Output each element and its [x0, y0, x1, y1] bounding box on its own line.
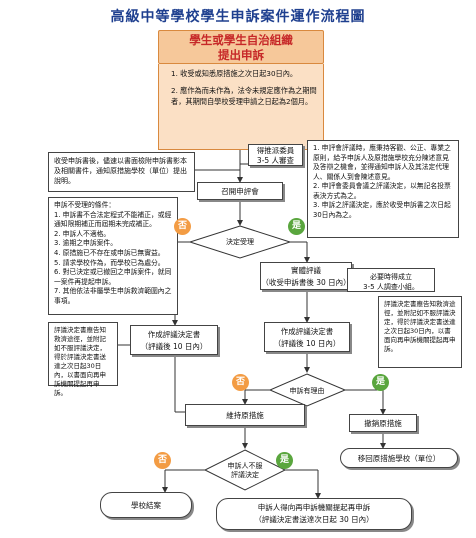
yes-marker: 是 — [372, 374, 389, 391]
committee-rule: 2. 申評會委員會議之評議決定，以無記名投票表決方式為之。 — [313, 182, 451, 200]
right-remedy-note: 評議決定書應告知救濟途徑，並附記如不服評議決定，得於評議決定書送達之次日起30日… — [378, 296, 462, 368]
no-marker: 否 — [174, 218, 191, 235]
start-item: 1. 收受或知悉原措施之次日起30日內。 — [171, 69, 298, 78]
left-remedy-note: 評議決定書應告知救濟途徑，並附記如不服評議決定，得於評議決定書送達之次日起30日… — [48, 322, 118, 397]
yes-marker: 是 — [288, 218, 305, 235]
start-item: 2. 應作為而未作為，法令未規定應作為之期間者，其期間自學校受理申請之日起為2個… — [171, 86, 317, 106]
reject-heading: 申訴不受理的條件： — [54, 201, 116, 209]
start-box-heading: 學生或學生自治組織 提出申訴 — [158, 30, 324, 64]
reject-item: 3. 逾期之申訴案件。 — [54, 239, 118, 248]
page-title: 高級中等學校學生申訴案件運作流程圖 — [110, 9, 366, 25]
return-to-school-box: 移回原措施學校（單位） — [340, 448, 458, 468]
investigation-team-note: 必要時得成立 3-5 人調查小組。 — [347, 268, 435, 292]
committee-rules-note: 1. 申評會評議時，應秉持客觀、公正、專業之原則，給予申訴人及原措施學校充分陳述… — [307, 140, 459, 238]
reject-item: 1. 申訴書不合法定程式不能補正，或經通知限期補正而屆期未完成補正。 — [54, 210, 172, 229]
assign-reviewers-box: 得推派委員 3-5 人審查 — [248, 144, 303, 166]
reject-conditions-note: 申訴不受理的條件： 1. 申訴書不合法定程式不能補正，或經通知限期補正而屆期未完… — [48, 197, 178, 315]
revoke-measure-box: 撤銷原措施 — [349, 414, 417, 432]
no-marker: 否 — [232, 374, 249, 391]
convene-committee-box: 召開申評會 — [197, 182, 283, 200]
substantive-review-box: 實體評議 （收受申訴書後 30 日內） — [260, 262, 352, 290]
reject-item: 7. 其他依法非屬學生申訴救濟範圍內之事項。 — [54, 287, 172, 305]
reject-item: 2. 申訴人不適格。 — [54, 229, 111, 238]
dissatisfied-label: 申訴人不服 評議決定 — [227, 462, 263, 479]
committee-rule: 3. 申訴之評議決定，應於收受申訴書之次日起30日內為之。 — [313, 201, 451, 219]
left-notify-note: 收受申訴書後，儘速以書面檢附申訴書影本及相關書件，通知原措施學校（單位）提出說明… — [48, 152, 195, 192]
no-marker: 否 — [154, 452, 171, 469]
yes-marker: 是 — [276, 452, 293, 469]
decision-doc-right-box: 作成評議決定書 （評議後 10 日內） — [264, 322, 350, 352]
accept-decision-label: 決定受理 — [226, 238, 254, 246]
reject-item: 5. 請求學校作為，而學校已為處分。 — [54, 258, 165, 267]
case-closed-box: 學校結案 — [100, 492, 192, 518]
re-appeal-box: 申訴人得向再申訴機關提起再申訴 （評議決定書送達次日起 30 日內） — [216, 498, 412, 530]
maintain-measure-box: 維持原措施 — [185, 404, 305, 426]
committee-rule: 1. 申評會評議時，應秉持客觀、公正、專業之原則，給予申訴人及原措施學校充分陳述… — [313, 144, 451, 181]
reject-item: 4. 原措施已不存在或申訴已無實益。 — [54, 248, 165, 257]
decision-doc-left-box: 作成評議決定書 （評議後 10 日內） — [130, 325, 218, 355]
reason-decision-label: 申訴有理由 — [289, 387, 325, 395]
reject-item: 6. 對已決定或已撤回之申訴案件，就同一案件再提起申訴。 — [54, 268, 172, 286]
start-box-details: 1. 收受或知悉原措施之次日起30日內。 2. 應作為而未作為，法令未規定應作為… — [158, 64, 324, 150]
